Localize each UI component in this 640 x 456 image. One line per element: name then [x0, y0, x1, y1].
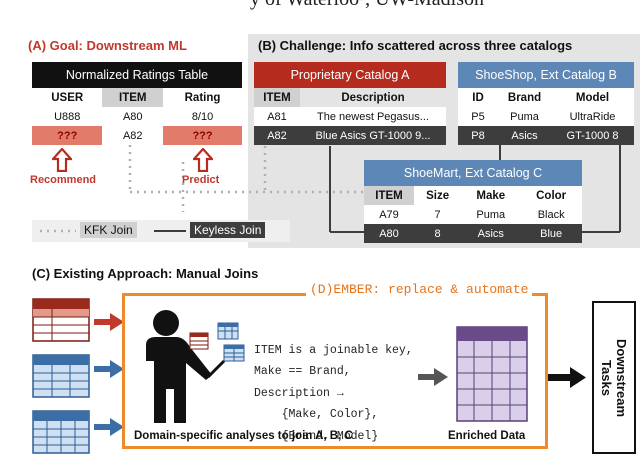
- catalog-c-table: ShoeMart, Ext Catalog C ITEM Size Make C…: [364, 160, 582, 243]
- header-affiliation-text: y of Waterloo³, UW-Madison: [250, 0, 484, 11]
- table-row: U888 A80 8/10: [32, 107, 242, 126]
- arrow-black-head: [570, 367, 586, 388]
- blue-table-icon-1: [32, 354, 90, 398]
- downstream-tasks-label: Downstream Tasks: [599, 338, 629, 417]
- arrow-gray-shaft: [418, 374, 434, 380]
- kfk-legend-line-icon: [40, 229, 76, 233]
- arrow-gray-head: [434, 368, 448, 386]
- catalog-a-title: Proprietary Catalog A: [254, 62, 446, 88]
- ratings-header-item: ITEM: [102, 88, 164, 107]
- table-row: A80 8 Asics Blue: [364, 224, 582, 243]
- catalog-b-table: ShoeShop, Ext Catalog B ID Brand Model P…: [458, 62, 634, 145]
- catalog-c-header-item: ITEM: [364, 186, 414, 205]
- catalog-a-cell: The newest Pegasus...: [317, 110, 429, 123]
- person-presenting-icon: [146, 310, 245, 423]
- ratings-cell: U888: [54, 110, 81, 123]
- analysis-caption: Domain-specific analyses to join A, B, C: [134, 430, 353, 442]
- catalog-c-cell: 7: [434, 208, 441, 221]
- catalog-b-cell: GT-1000 8: [551, 126, 634, 145]
- catalog-b-cell: UltraRide: [569, 110, 616, 123]
- catalog-c-header-color: Color: [536, 189, 567, 202]
- ratings-header-user: USER: [51, 91, 84, 104]
- recommend-up-arrow-icon: [52, 148, 72, 172]
- enriched-data-table-icon: [456, 326, 528, 422]
- blue-table-icon-2: [32, 410, 90, 454]
- table-row: P5 Puma UltraRide: [458, 107, 634, 126]
- downstream-tasks-box: Downstream Tasks: [592, 301, 636, 454]
- section-c-title: (C) Existing Approach: Manual Joins: [32, 266, 259, 281]
- catalog-a-cell: Blue Asics GT-1000 9...: [300, 126, 446, 145]
- catalog-c-header-make: Make: [476, 189, 506, 202]
- catalog-b-header-brand: Brand: [507, 91, 542, 104]
- enriched-data-caption: Enriched Data: [448, 430, 526, 442]
- analysis-code: ITEM is a joinable key, Make == Brand, Des…: [254, 318, 413, 447]
- ratings-cell: 8/10: [191, 110, 214, 123]
- catalog-b-header-id: ID: [472, 91, 484, 104]
- source-tables-icons: [32, 298, 90, 454]
- catalog-c-title: ShoeMart, Ext Catalog C: [364, 160, 582, 186]
- section-b-title: (B) Challenge: Info scattered across thr…: [258, 38, 573, 53]
- catalog-c-cell: Black: [537, 208, 565, 221]
- catalog-c-cell: Asics: [461, 224, 521, 243]
- arrow-red-head: [110, 313, 124, 331]
- catalog-c-cell: Puma: [476, 208, 506, 221]
- keyless-legend-line-icon: [154, 230, 186, 232]
- analysis-line: {Make, Color},: [254, 408, 379, 421]
- ratings-header-rating: Rating: [184, 91, 221, 104]
- catalog-b-cell: P5: [471, 110, 485, 123]
- arrow-black-shaft: [548, 374, 570, 381]
- table-row: A82 Blue Asics GT-1000 9...: [254, 126, 446, 145]
- section-a-title: (A) Goal: Downstream ML: [28, 38, 187, 53]
- recommend-label: Recommend: [30, 174, 97, 186]
- ratings-unknown-user: ???: [32, 126, 103, 145]
- analysis-line: {Brand, Model}: [254, 429, 379, 443]
- catalog-b-cell: Asics: [498, 126, 552, 145]
- arrow-blue-shaft-2: [94, 424, 110, 430]
- predict-label: Predict: [182, 174, 220, 186]
- analysis-line: Make == Brand,: [254, 365, 351, 378]
- table-row: A79 7 Puma Black: [364, 205, 582, 224]
- ratings-unknown-rating: ???: [163, 126, 242, 145]
- catalog-b-title: ShoeShop, Ext Catalog B: [458, 62, 634, 88]
- arrow-blue-head-2: [110, 418, 124, 436]
- catalog-b-cell: P8: [458, 126, 498, 145]
- predict-up-arrow-icon: [193, 148, 213, 172]
- catalog-b-cell: Puma: [510, 110, 539, 123]
- catalog-c-cell: A79: [379, 208, 399, 221]
- red-table-icon: [32, 298, 90, 342]
- table-row: ??? A82 ???: [32, 126, 242, 145]
- catalog-c-cell: Blue: [520, 224, 582, 243]
- ratings-cell: A80: [122, 110, 143, 123]
- catalog-c-cell: A80: [364, 224, 414, 243]
- catalog-c-header-size: Size: [426, 189, 450, 202]
- catalog-a-header-description: Description: [341, 91, 405, 104]
- keyless-legend-label: Keyless Join: [190, 222, 266, 238]
- catalog-a-cell: A81: [267, 110, 287, 123]
- arrow-red-shaft: [94, 319, 110, 325]
- ember-title: (D)EMBER: replace & automate: [306, 281, 533, 297]
- kfk-legend-label: KFK Join: [80, 222, 137, 238]
- table-row: A81 The newest Pegasus...: [254, 107, 446, 126]
- catalog-c-cell: 8: [414, 224, 462, 243]
- catalog-a-header-item: ITEM: [254, 88, 300, 107]
- analysis-line: ITEM is a joinable key,: [254, 343, 413, 357]
- ratings-table-title: Normalized Ratings Table: [32, 62, 242, 88]
- ember-title-text: (D)EMBER: replace & automate: [310, 282, 529, 297]
- analysis-line: Description →: [254, 386, 344, 400]
- table-row: P8 Asics GT-1000 8: [458, 126, 634, 145]
- catalog-a-table: Proprietary Catalog A ITEM Description A…: [254, 62, 446, 145]
- catalog-b-header-model: Model: [575, 91, 610, 104]
- ratings-cell: A82: [122, 129, 143, 142]
- arrow-blue-head-1: [110, 360, 124, 378]
- catalog-a-cell: A82: [254, 126, 300, 145]
- arrow-blue-shaft-1: [94, 366, 110, 372]
- ratings-table: Normalized Ratings Table USER ITEM Ratin…: [32, 62, 242, 145]
